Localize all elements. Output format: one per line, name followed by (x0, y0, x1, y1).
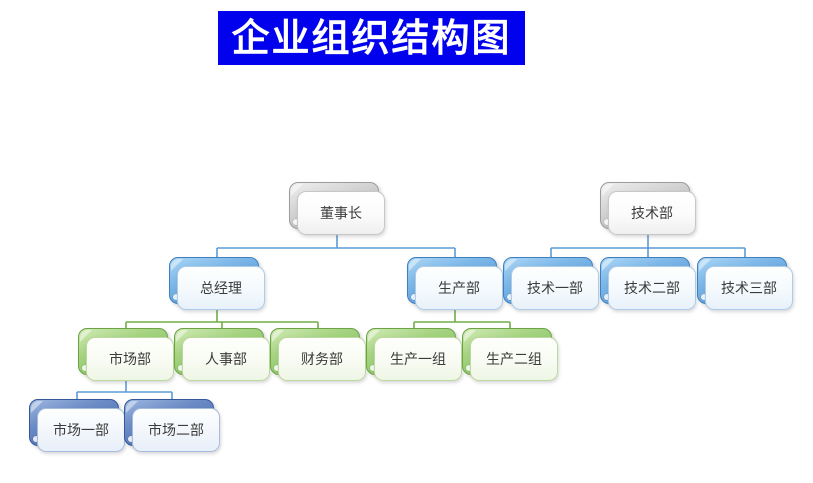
node-label: 生产一组 (390, 352, 446, 368)
org-node-marketing-dept[interactable]: 市场部 (78, 328, 174, 381)
org-node-tech-dept-2[interactable]: 技术二部 (600, 257, 696, 310)
org-node-finance-dept[interactable]: 财务部 (270, 328, 366, 381)
node-front-card: 人事部 (182, 337, 270, 381)
node-label: 董事长 (320, 206, 362, 222)
node-front-card: 技术二部 (608, 266, 696, 310)
org-node-tech-dept-3[interactable]: 技术三部 (697, 257, 793, 310)
org-node-tech-dept-1[interactable]: 技术一部 (503, 257, 599, 310)
node-label: 技术二部 (624, 281, 680, 297)
org-node-tech-dept[interactable]: 技术部 (600, 182, 696, 235)
node-label: 生产二组 (486, 352, 542, 368)
node-label: 技术一部 (527, 281, 583, 297)
connector-line (216, 235, 456, 257)
connector-line (125, 310, 319, 328)
connector-line (550, 235, 746, 257)
node-front-card: 生产一组 (374, 337, 462, 381)
org-node-marketing-dept-1[interactable]: 市场一部 (29, 399, 125, 452)
node-label: 市场二部 (148, 423, 204, 439)
connector-line (413, 310, 511, 328)
node-front-card: 技术一部 (511, 266, 599, 310)
node-front-card: 生产二组 (470, 337, 558, 381)
org-node-production-team-2[interactable]: 生产二组 (462, 328, 558, 381)
node-front-card: 董事长 (297, 191, 385, 235)
org-node-production-dept[interactable]: 生产部 (407, 257, 503, 310)
node-front-card: 市场一部 (37, 408, 125, 452)
org-node-marketing-dept-2[interactable]: 市场二部 (124, 399, 220, 452)
node-label: 生产部 (438, 281, 480, 297)
node-label: 市场部 (109, 352, 151, 368)
node-label: 总经理 (200, 281, 242, 297)
connector-line (76, 381, 173, 399)
node-front-card: 市场部 (86, 337, 174, 381)
org-node-production-team-1[interactable]: 生产一组 (366, 328, 462, 381)
node-front-card: 市场二部 (132, 408, 220, 452)
org-node-general-manager[interactable]: 总经理 (169, 257, 265, 310)
node-front-card: 生产部 (415, 266, 503, 310)
org-node-chairman[interactable]: 董事长 (289, 182, 385, 235)
node-label: 技术三部 (721, 281, 777, 297)
node-front-card: 技术三部 (705, 266, 793, 310)
org-node-hr-dept[interactable]: 人事部 (174, 328, 270, 381)
node-front-card: 财务部 (278, 337, 366, 381)
chart-title: 企业组织结构图 (218, 11, 525, 65)
node-label: 技术部 (631, 206, 673, 222)
node-label: 市场一部 (53, 423, 109, 439)
node-front-card: 技术部 (608, 191, 696, 235)
node-front-card: 总经理 (177, 266, 265, 310)
node-label: 人事部 (205, 352, 247, 368)
node-label: 财务部 (301, 352, 343, 368)
